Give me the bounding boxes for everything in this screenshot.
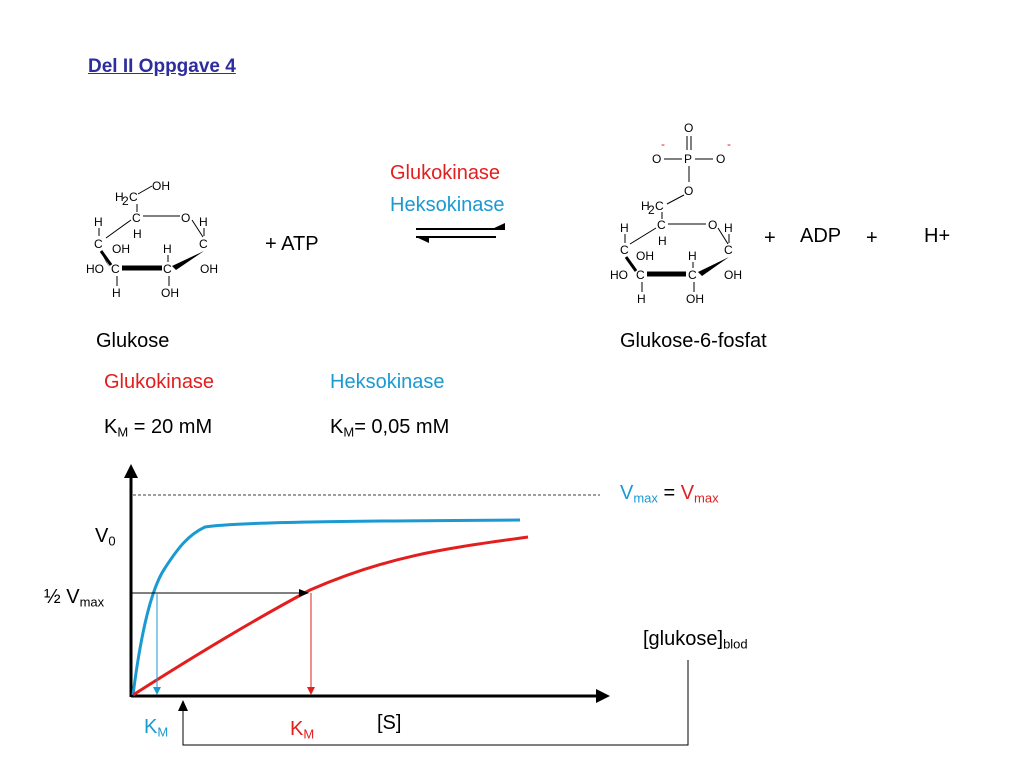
svg-text:O: O (708, 218, 717, 232)
v0-label: V0 (95, 525, 116, 548)
svg-text:C: C (163, 262, 172, 276)
svg-text:C: C (620, 243, 629, 257)
glucose-6-phosphate-structure: O - - O P O O H2 C C H O H C H C OH HO C… (610, 121, 742, 306)
glukokinase-km: KM = 20 mM (104, 416, 212, 439)
svg-text:C: C (132, 211, 141, 225)
vmax-red-symbol: V (680, 482, 695, 504)
svg-text:HO: HO (86, 262, 104, 276)
page-title: Del II Oppgave 4 (88, 56, 236, 77)
svg-text:H: H (94, 215, 103, 229)
svg-text:OH: OH (200, 262, 218, 276)
km-value: = 20 mM (128, 416, 213, 438)
svg-text:-: - (727, 137, 731, 151)
glucose-structure: H2 C OH C H O H C H C OH HO C C H OH H O… (86, 179, 218, 300)
svg-text:C: C (724, 243, 733, 257)
plus-atp: + ATP (265, 233, 319, 255)
svg-text:O: O (684, 184, 693, 198)
adp-label: ADP (800, 225, 842, 247)
svg-text:H: H (115, 190, 124, 204)
svg-text:O: O (181, 211, 190, 225)
km-subscript: M (343, 424, 355, 440)
svg-text:C: C (94, 237, 103, 251)
blood-glucose-connector (182, 660, 689, 746)
svg-text:-: - (661, 137, 665, 151)
svg-text:OH: OH (724, 268, 742, 282)
glukokinase-curve (132, 535, 529, 697)
svg-text:OH: OH (686, 292, 704, 306)
km-subscript: M (157, 724, 169, 740)
km-label-blue: KM (144, 716, 168, 739)
svg-text:H: H (163, 242, 172, 256)
svg-text:OH: OH (636, 249, 654, 263)
svg-text:C: C (129, 190, 138, 204)
v-subscript: 0 (108, 533, 116, 549)
glucose-6-phosphate-label: Glukose-6-fosfat (620, 330, 767, 352)
svg-text:C: C (111, 262, 120, 276)
km-symbol: K (290, 718, 304, 740)
svg-text:H: H (724, 221, 733, 235)
h-plus-label: H+ (924, 225, 951, 247)
v-subscript: max (79, 594, 105, 610)
vmax-equality-label: Vmax = Vmax (620, 482, 719, 505)
svg-text:C: C (636, 268, 645, 282)
km-symbol: K (144, 716, 158, 738)
svg-text:C: C (657, 218, 666, 232)
vmax-red-subscript: max (694, 490, 719, 506)
vmax-blue-symbol: V (620, 482, 634, 504)
blood-glucose-label: [glukose]blod (643, 628, 748, 651)
enzyme-heksokinase: Heksokinase (390, 194, 505, 216)
km-value: = 0,05 mM (354, 416, 450, 438)
svg-text:H: H (620, 221, 629, 235)
heksokinase-curve (131, 518, 521, 696)
blood-subscript: blod (723, 636, 748, 652)
svg-text:2: 2 (648, 203, 655, 217)
equals-sign: = (657, 482, 681, 504)
glucose-bracket: [glukose] (643, 628, 724, 650)
heksokinase-km: KM= 0,05 mM (330, 416, 449, 439)
svg-text:OH: OH (161, 286, 179, 300)
svg-text:H: H (658, 234, 667, 248)
plus-sign-1: + (764, 227, 776, 249)
km-symbol: K (104, 416, 118, 438)
svg-text:C: C (199, 237, 208, 251)
heksokinase-heading: Heksokinase (330, 371, 445, 393)
svg-text:2: 2 (122, 194, 129, 208)
half-v-symbol: ½ V (44, 586, 80, 608)
svg-text:C: C (688, 268, 697, 282)
svg-text:O: O (684, 121, 693, 135)
km-subscript: M (117, 424, 129, 440)
svg-text:C: C (655, 199, 664, 213)
enzyme-glukokinase: Glukokinase (390, 162, 501, 184)
half-vmax-label: ½ Vmax (44, 586, 104, 609)
km-subscript: M (303, 726, 315, 742)
svg-text:H: H (637, 292, 646, 306)
km-symbol: K (330, 416, 344, 438)
equilibrium-arrows (416, 223, 505, 243)
x-axis-label: [S] (377, 712, 402, 734)
vmax-blue-subscript: max (633, 490, 658, 506)
svg-text:O: O (652, 152, 661, 166)
glucose-label: Glukose (96, 330, 170, 352)
kinetics-graph (124, 464, 689, 746)
svg-text:H: H (688, 249, 697, 263)
svg-text:H: H (133, 227, 142, 241)
glukokinase-heading: Glukokinase (104, 371, 215, 393)
svg-text:H: H (112, 286, 121, 300)
plus-sign-2: + (866, 227, 878, 249)
km-label-red: KM (290, 718, 314, 741)
svg-text:H: H (641, 199, 650, 213)
svg-text:HO: HO (610, 268, 628, 282)
svg-text:H: H (199, 215, 208, 229)
svg-text:P: P (684, 152, 692, 166)
svg-text:O: O (716, 152, 725, 166)
v-symbol: V (95, 525, 109, 547)
svg-text:OH: OH (152, 179, 170, 193)
svg-text:OH: OH (112, 242, 130, 256)
